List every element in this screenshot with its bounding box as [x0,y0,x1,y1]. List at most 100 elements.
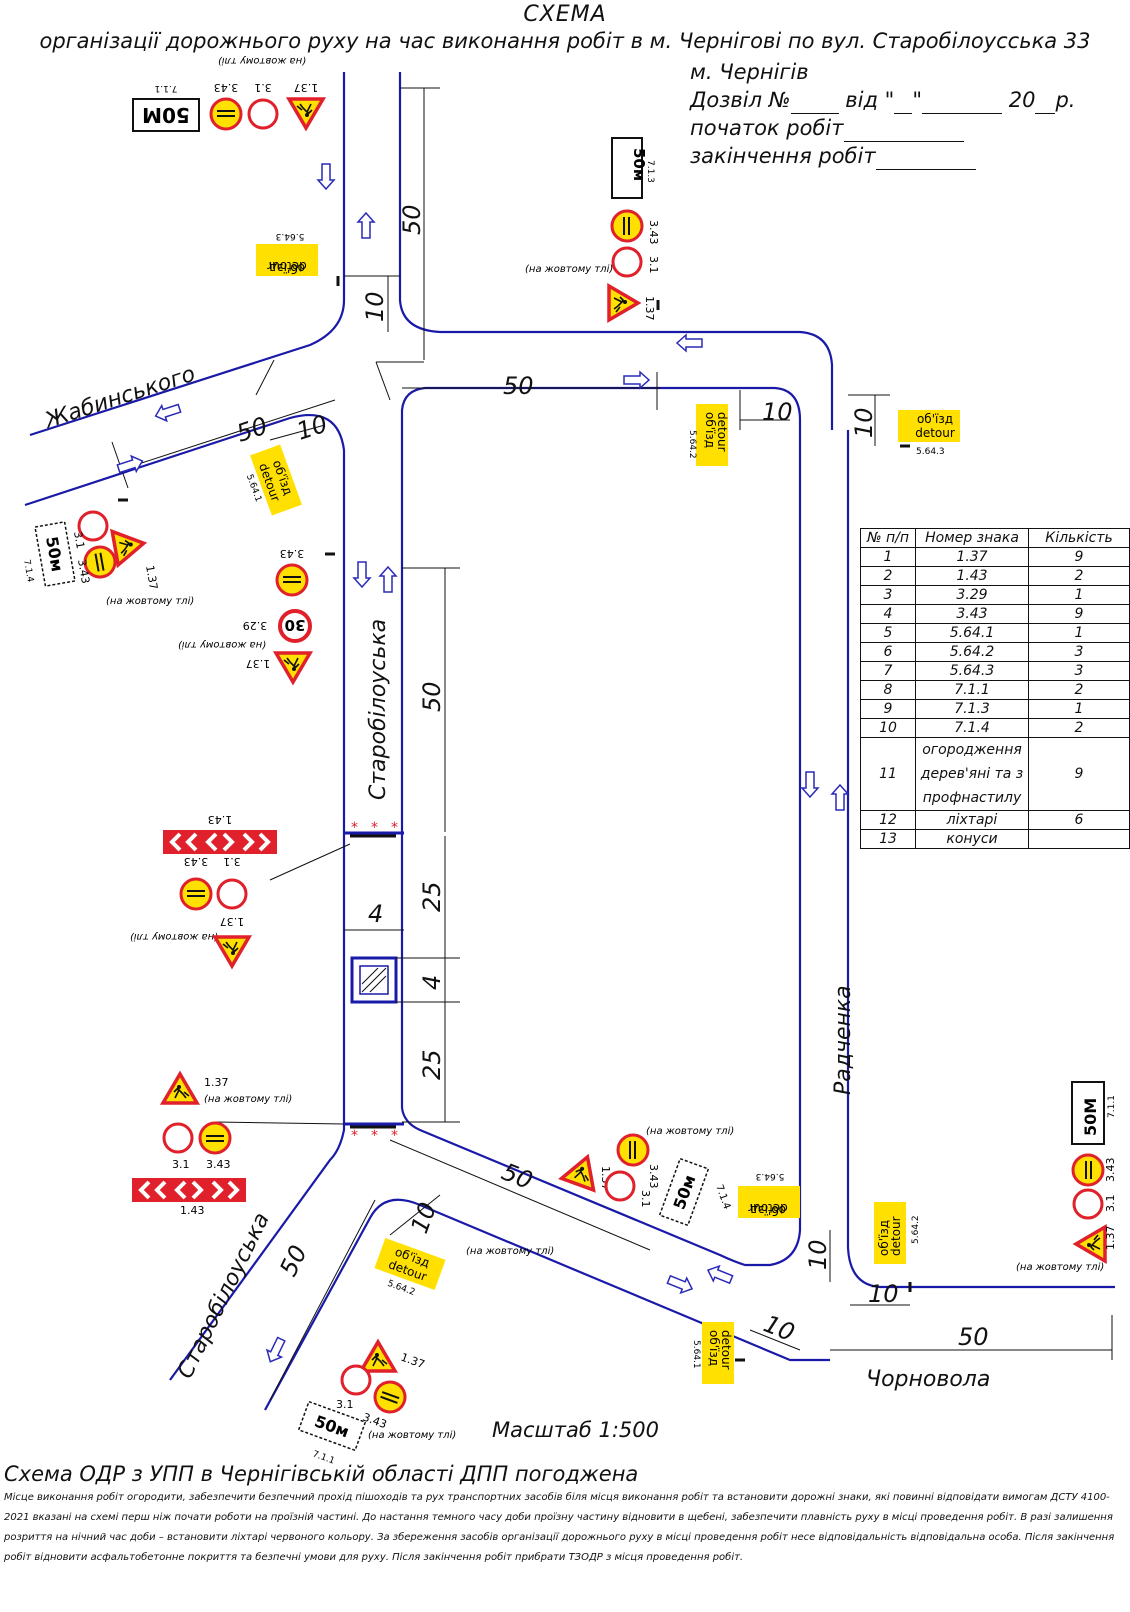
detour-sign-inner-top: об'їзд detour 5.64.2 [687,404,729,466]
detour-text-ua: об'їзд [269,261,305,275]
permit-month-blank [922,95,1003,114]
sign-code: 3.1 [172,1158,190,1171]
sign-code: 5.64.2 [687,430,697,459]
legend-cell: 5.64.1 [915,623,1029,643]
legend-cell: 3.29 [915,585,1029,605]
street-radchenka: Радченка [831,985,856,1095]
permit-number-blank [790,95,839,114]
permit-day-blank [894,95,913,114]
road-starobilouska-west [169,450,346,1381]
narrowing-sign-icon [275,563,309,597]
legend-cell: 3 [1028,642,1130,662]
detour-text-ua: об'їзд [703,412,717,448]
legend-cell: 1.43 [915,566,1029,586]
svg-text:*: * [391,820,398,836]
scheme-subtitle: організації дорожнього руху на час викон… [39,29,1091,53]
footer: Схема ОДР з УПП в Чернігівській області … [4,1462,1124,1568]
sign-code: 3.43 [184,855,209,868]
sign-code: 3.43 [647,1164,660,1189]
start-line: початок робіт [690,114,1075,142]
legend-cell: 5.64.2 [915,642,1029,662]
dim-label: 50 [418,681,446,712]
dim-label: 10 [804,1239,832,1270]
legend-cell: 12 [860,810,916,830]
narrowing-sign-icon [616,1133,650,1167]
road-works-sign-icon [213,935,251,968]
dimension-lines [111,87,1113,1401]
dim-label: 10 [361,291,389,322]
dim-label: 10 [868,1280,899,1308]
sign-group-top-left: 50M 7.1.1 3.43 3.1 1.37 (на жовтому тлі) [132,55,325,132]
sign-code: 3.1 [639,1190,652,1208]
road-works-sign-icon [287,97,325,130]
road-lower-diagonal [264,1198,830,1411]
svg-text:*: * [351,1128,358,1144]
sign-group-fence-bottom: 1.37 (на жовтому тлі) 3.1 3.43 1.43 [130,1072,292,1217]
legend-cell: 3 [1028,661,1130,681]
legend-cell: 7.1.4 [915,718,1029,738]
sign-code: 1.37 [399,1351,426,1372]
footer-title: Схема ОДР з УПП в Чернігівській області … [4,1462,639,1486]
start-blank [843,123,964,142]
sign-group-left: 50м 7.1.4 3.1 3.43 1.37 (на жовтому тлі) [21,510,194,607]
sign-code: 5.64.3 [916,447,945,457]
no-entry-sign-icon [216,878,248,910]
narrowing-sign-icon [610,209,644,243]
dim-label: 10 [762,398,793,426]
detour-text-en: detour [715,412,729,452]
road-works-sign-icon [559,1149,606,1192]
sign-code: 3.1 [647,256,660,274]
narrowing-sign-icon [179,877,213,911]
dim-label: 4 [418,975,446,990]
permit-prefix: Дозвіл № [690,88,791,112]
detour-text-ua: об'їзд [877,1220,891,1256]
yellow-background-note: (на жовтому тлі) [525,263,613,275]
sign-code: 7.1.4 [713,1183,732,1211]
sign-group-right-edge: 50M 7.1.1 3.43 3.1 1.37 (на жовтому тлі) [1016,1081,1117,1273]
sign-code: 1.37 [143,564,160,590]
road-works-sign-icon [161,1072,199,1105]
road-inner-block [400,386,802,1267]
detour-sign-lower-inner: об'їзд detour 5.64.3 [738,1171,800,1218]
footer-notes: Місце виконання робіт огородити, забезпе… [4,1492,1115,1563]
legend-cell: 13 [860,829,916,849]
permit-from: від " [845,88,895,112]
street-chornovola: Чорновола [866,1367,990,1392]
legend-cell: 9 [860,699,916,719]
legend-cell [1028,829,1130,849]
detour-sign-left: об'їзд detour 5.64.1 [244,444,302,516]
legend-cell: 1.37 [915,547,1029,567]
distance-plate-tilted: 50м [34,520,76,588]
sign-code: 3.43 [206,1158,231,1171]
legend-cell: 2 [1028,680,1130,700]
road-works-sign-icon [607,284,640,322]
yellow-background-note: (на жовтому тлі) [204,1093,292,1105]
sign-code: 7.1.1 [155,83,178,93]
scale-label: Масштаб 1:500 [492,1418,659,1442]
distance-plate: 50M [1081,1098,1100,1136]
scheme-title: СХЕМА [523,2,607,27]
road-works-sign-icon [359,1340,397,1373]
dim-label: 50 [398,204,426,235]
detour-text-en: detour [719,1330,733,1370]
yellow-background-note: (на жовтому тлі) [130,931,218,943]
legend-cell: 1 [1028,699,1130,719]
legend-cell: 9 [1028,604,1130,624]
sign-code: 5.64.2 [386,1279,416,1298]
arrow-down-icon [353,561,371,588]
arrow-down-icon [801,771,819,798]
sign-code: 1.37 [1104,1226,1117,1251]
dim-label: 50 [958,1323,989,1351]
svg-text:*: * [371,1128,378,1144]
detour-text-ua: об'їзд [707,1330,721,1366]
street-zhabynskoho: Жабинського [40,362,198,435]
sign-group-top-right: 50м 7.1.3 3.43 3.1 (на жовтому тлі) 1.37 [525,137,660,322]
